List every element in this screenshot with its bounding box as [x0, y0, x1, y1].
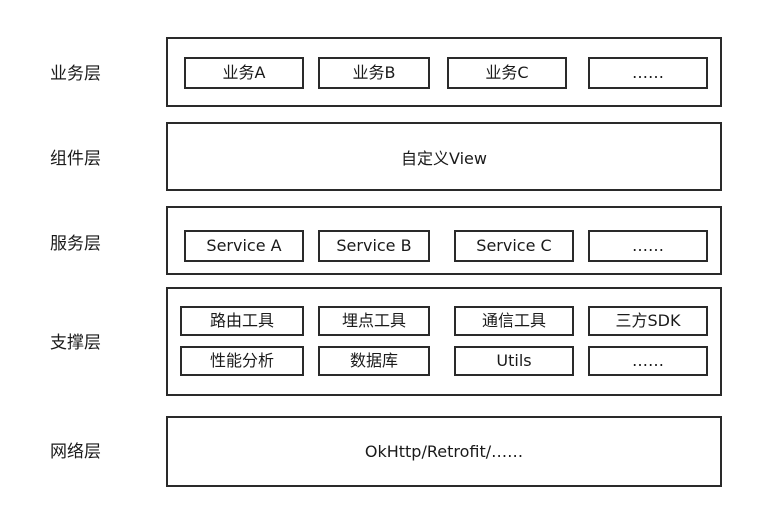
component-layer-box: 自定义View — [166, 122, 722, 191]
service-item-c: Service C — [454, 230, 574, 262]
support-layer-box: 路由工具 埋点工具 通信工具 三方SDK 性能分析 数据库 Utils …… — [166, 287, 722, 396]
service-item-more: …… — [588, 230, 708, 262]
service-layer-box: Service A Service B Service C …… — [166, 206, 722, 275]
service-layer-label: 服务层 — [50, 234, 101, 254]
business-layer-label: 业务层 — [50, 64, 101, 84]
business-item-more: …… — [588, 57, 708, 89]
support-item-communication: 通信工具 — [454, 306, 574, 336]
business-item-c: 业务C — [447, 57, 567, 89]
support-layer-label: 支撑层 — [50, 333, 101, 353]
component-layer-label: 组件层 — [50, 149, 101, 169]
support-item-utils: Utils — [454, 346, 574, 376]
service-item-b: Service B — [318, 230, 430, 262]
business-layer-box: 业务A 业务B 业务C …… — [166, 37, 722, 107]
support-item-performance: 性能分析 — [180, 346, 304, 376]
support-item-router: 路由工具 — [180, 306, 304, 336]
network-content: OkHttp/Retrofit/…… — [364, 442, 524, 461]
network-layer-box: OkHttp/Retrofit/…… — [166, 416, 722, 487]
network-layer-label: 网络层 — [50, 442, 101, 462]
support-item-tracking: 埋点工具 — [318, 306, 430, 336]
business-item-b: 业务B — [318, 57, 430, 89]
service-item-a: Service A — [184, 230, 304, 262]
support-item-more: …… — [588, 346, 708, 376]
support-item-database: 数据库 — [318, 346, 430, 376]
business-item-a: 业务A — [184, 57, 304, 89]
component-content: 自定义View — [401, 148, 487, 168]
support-item-sdk: 三方SDK — [588, 306, 708, 336]
